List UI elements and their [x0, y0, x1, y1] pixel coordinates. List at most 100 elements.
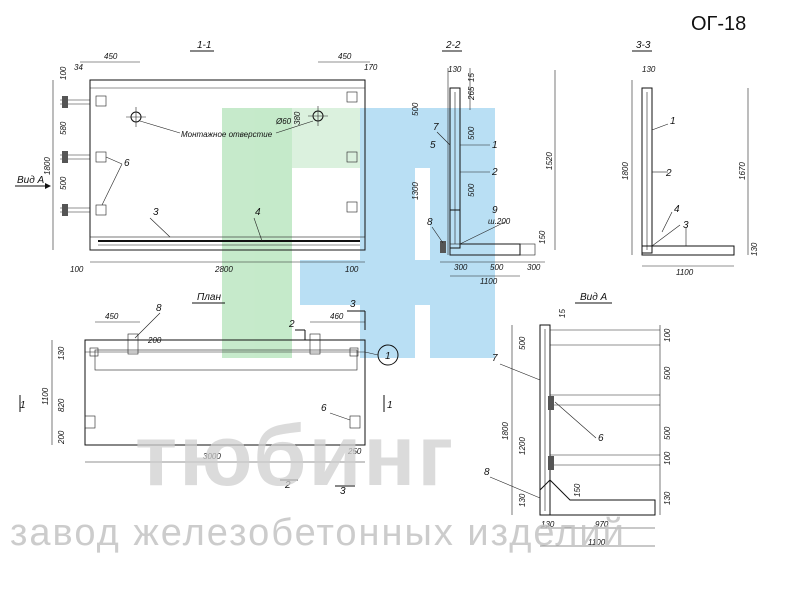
- svg-text:1100: 1100: [676, 268, 694, 277]
- note-diameter: Ø60: [275, 117, 292, 126]
- section-label-plan: План: [197, 292, 221, 303]
- svg-text:200: 200: [147, 336, 162, 345]
- marker-8-a: 8: [484, 467, 490, 478]
- svg-text:1670: 1670: [738, 162, 747, 180]
- svg-text:1800: 1800: [43, 157, 52, 175]
- marker-1: 1: [492, 140, 498, 151]
- section-label-1-1: 1-1: [197, 40, 211, 51]
- marker-4-3: 4: [674, 204, 680, 215]
- plan-loop: [127, 333, 139, 355]
- svg-text:200: 200: [57, 430, 66, 445]
- svg-text:580: 580: [59, 121, 68, 135]
- marker-4: 4: [255, 207, 261, 218]
- watermark-brand: тюбинг: [135, 408, 455, 504]
- svg-text:130: 130: [663, 491, 672, 505]
- watermark-subtitle: завод железобетонных изделий: [10, 512, 626, 554]
- embedded-plate: [95, 151, 107, 163]
- svg-text:450: 450: [338, 52, 352, 61]
- svg-text:820: 820: [57, 398, 66, 412]
- marker-2: 2: [491, 167, 498, 178]
- svg-text:100: 100: [663, 328, 672, 342]
- marker-9: 9: [492, 205, 498, 216]
- embedded-plate: [346, 201, 358, 213]
- view-a: Вид А 15 100 500 500 100 130 1800 500 12…: [484, 292, 672, 547]
- svg-text:500: 500: [467, 126, 476, 140]
- svg-text:34: 34: [74, 63, 83, 72]
- svg-text:500: 500: [663, 366, 672, 380]
- marker-1-3: 1: [670, 116, 676, 127]
- svg-text:265: 265: [467, 86, 476, 101]
- svg-text:1200: 1200: [518, 437, 527, 455]
- marker-shaft: ш.200: [488, 217, 511, 226]
- svg-text:450: 450: [105, 312, 119, 321]
- logo-green-top: [292, 108, 462, 168]
- svg-text:1100: 1100: [41, 387, 50, 405]
- marker-3: 3: [153, 207, 159, 218]
- plan-loop: [309, 333, 321, 355]
- wall-2-2: [449, 87, 461, 249]
- svg-text:100: 100: [663, 451, 672, 465]
- svg-text:500: 500: [467, 183, 476, 197]
- cut-2-top: 2: [288, 319, 295, 330]
- view-2-2: 2-2 130 15 265 500 500 500 1300 1520 7 5…: [411, 40, 556, 286]
- svg-text:250: 250: [347, 447, 362, 456]
- marker-7: 7: [433, 122, 439, 133]
- svg-text:500: 500: [411, 102, 420, 116]
- marker-2-3: 2: [665, 168, 672, 179]
- svg-text:500: 500: [663, 426, 672, 440]
- view-3-3: 3-3 130 1800 1670 130 1 2 4 3 1100: [621, 40, 759, 277]
- svg-text:1100: 1100: [588, 538, 606, 547]
- marker-5: 5: [430, 140, 436, 151]
- svg-text:130: 130: [541, 520, 555, 529]
- section-label-view-a: Вид А: [580, 292, 608, 303]
- svg-text:100: 100: [59, 66, 68, 80]
- section-label-2-2: 2-2: [445, 40, 461, 51]
- svg-text:1: 1: [385, 351, 391, 362]
- svg-text:1300: 1300: [411, 182, 420, 200]
- svg-text:170: 170: [364, 63, 378, 72]
- plan-view: План 450 460 8 200 2 3 2 3 1 1 1: [19, 292, 399, 497]
- wall-3-3: [641, 87, 653, 254]
- marker-6-plan: 6: [321, 403, 327, 414]
- svg-text:300: 300: [527, 263, 541, 272]
- cut-1-right: 1: [387, 400, 393, 411]
- svg-text:500: 500: [518, 336, 527, 350]
- note-mounting-hole: Монтажное отверстие: [181, 130, 273, 139]
- svg-text:1100: 1100: [480, 277, 498, 286]
- svg-text:15: 15: [467, 73, 476, 82]
- logo-blue-mid: [300, 260, 430, 305]
- svg-text:380: 380: [293, 111, 302, 125]
- marker-6-a: 6: [598, 433, 604, 444]
- svg-text:500: 500: [490, 263, 504, 272]
- logo-green-bar: [222, 108, 292, 358]
- svg-text:100: 100: [70, 265, 84, 274]
- svg-text:460: 460: [330, 312, 344, 321]
- cut-3-bottom: 3: [340, 486, 346, 497]
- svg-text:500: 500: [59, 176, 68, 190]
- view-1-1: 1-1 Монтажное отверстие Ø60 380: [15, 40, 378, 274]
- marker-6: 6: [124, 158, 130, 169]
- svg-text:450: 450: [104, 52, 118, 61]
- svg-text:150: 150: [573, 483, 582, 497]
- svg-text:150: 150: [538, 230, 547, 244]
- svg-text:15: 15: [558, 309, 567, 318]
- marker-7-a: 7: [492, 353, 498, 364]
- svg-text:1800: 1800: [621, 162, 630, 180]
- marker-3-3: 3: [683, 220, 689, 231]
- svg-text:300: 300: [454, 263, 468, 272]
- embedded-plate: [346, 91, 358, 103]
- embedded-plate: [95, 204, 107, 216]
- section-label-3-3: 3-3: [636, 40, 651, 51]
- svg-text:1520: 1520: [545, 152, 554, 170]
- svg-text:100: 100: [345, 265, 359, 274]
- svg-text:130: 130: [642, 65, 656, 74]
- svg-text:2800: 2800: [214, 265, 233, 274]
- view-a-label: Вид А: [17, 175, 45, 186]
- cut-2-bottom: 2: [284, 480, 291, 491]
- marker-8: 8: [427, 217, 433, 228]
- plan-outline: [84, 339, 366, 446]
- embedded-plate: [95, 95, 107, 107]
- marker-8-plan: 8: [156, 303, 162, 314]
